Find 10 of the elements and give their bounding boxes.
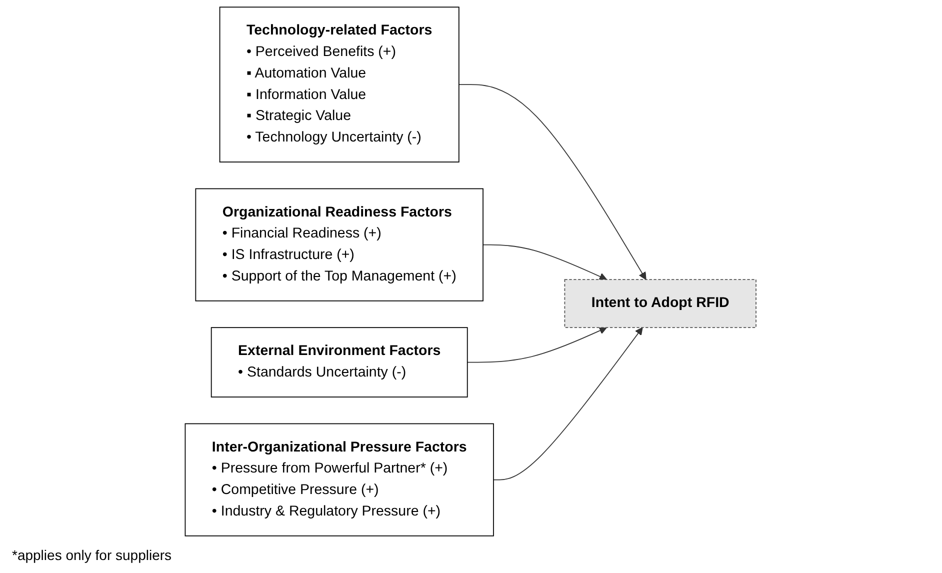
node-box: Intent to Adopt RFID bbox=[564, 279, 757, 328]
node-box: Organizational Readiness Factors • Financial Readiness (+) • IS Infrastructure (+) • Support of the Top Management (+) bbox=[196, 188, 484, 302]
arrow bbox=[493, 327, 644, 480]
arrow bbox=[458, 84, 647, 280]
arrow bbox=[467, 326, 608, 363]
node-box: External Environment Factors • Standards Uncertainty (-) bbox=[211, 327, 468, 398]
node-box: Inter-Organizational Pressure Factors • Pressure from Powerful Partner* (+) • Competitive Pressure (+) • Industry & Regulatory Pressure (+) bbox=[185, 423, 494, 536]
arrow bbox=[482, 244, 608, 280]
node-box: Technology-related Factors • Perceived Benefits (+) ▪ Automation Value ▪ Information Value ▪ Strategic Value • Technology Uncertainty (-) bbox=[220, 6, 460, 162]
footnote: *applies only for suppliers bbox=[12, 547, 173, 563]
